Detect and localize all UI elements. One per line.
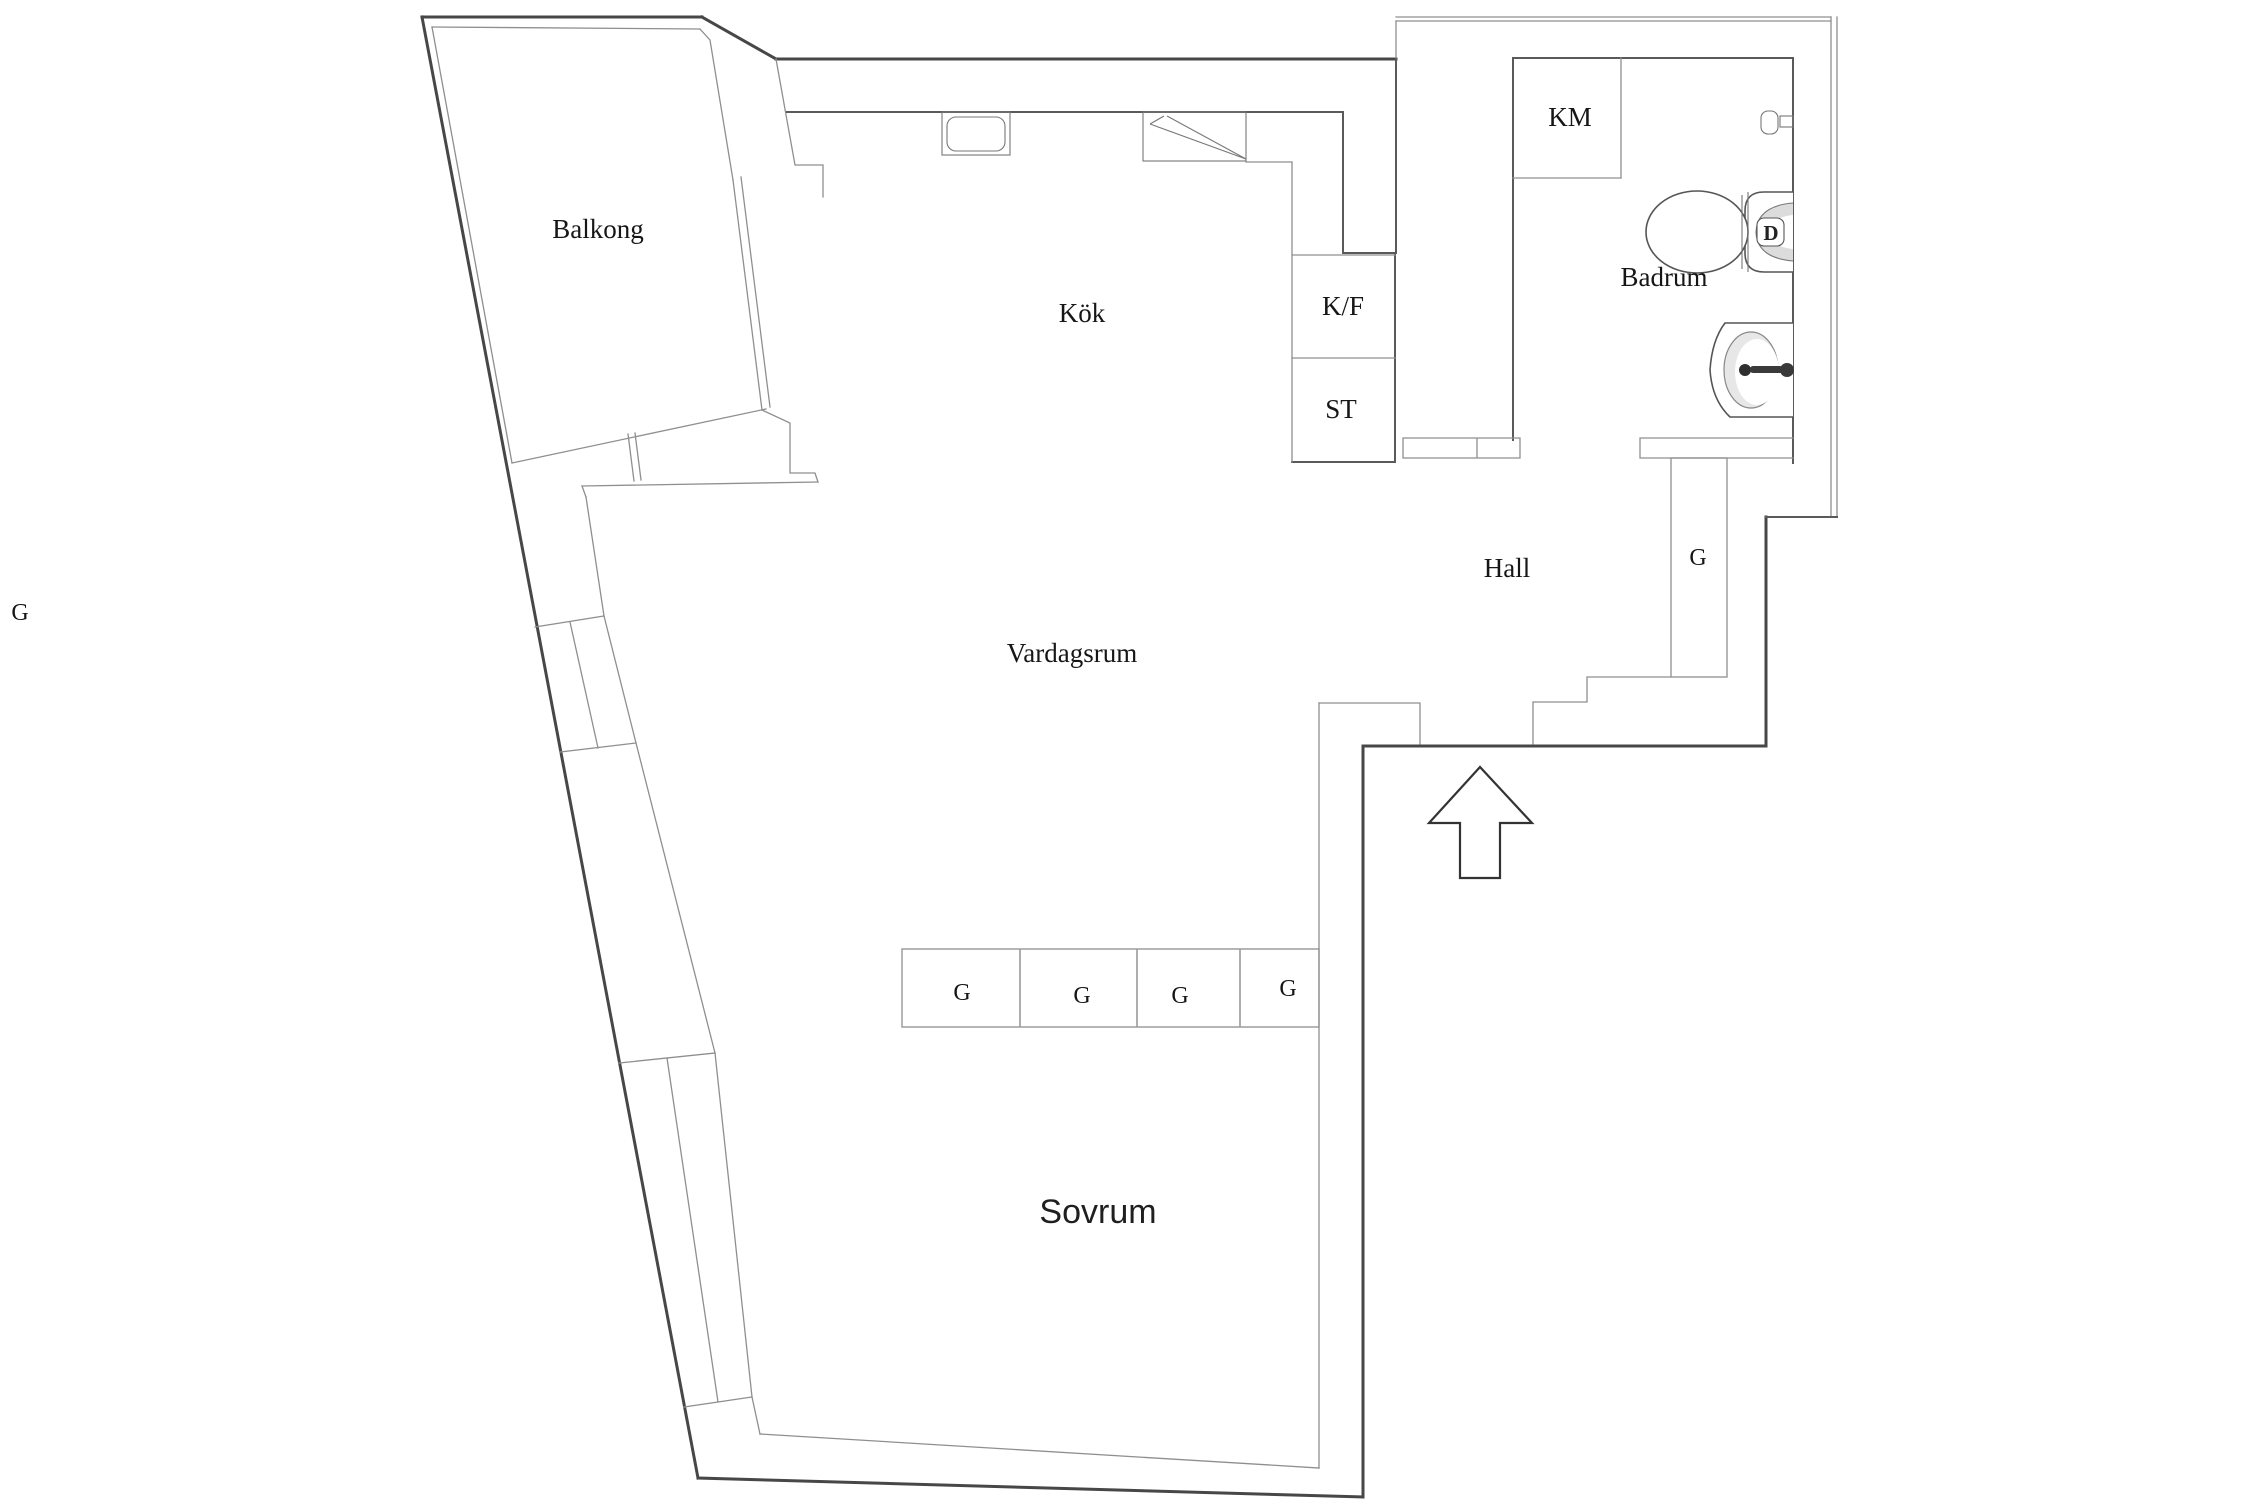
dishwasher-mark-line-3	[1149, 115, 1165, 125]
wardrobe-label-4: G	[1279, 976, 1296, 1002]
dishwasher-icon	[1142, 111, 1247, 162]
dishwasher-mark-line-1	[1149, 123, 1247, 160]
west-inner-boundary-lower	[751, 1396, 761, 1435]
entrance-arrow-icon	[1426, 765, 1535, 880]
outer-walls	[420, 14, 1838, 1499]
wardrobe-label-2: G	[1073, 983, 1090, 1009]
balcony-partition-wall-line-2	[740, 176, 771, 408]
west-inner-boundary-upper	[585, 496, 605, 617]
window1-pane-line	[569, 621, 599, 749]
room-label-washing-machine: KM	[1548, 102, 1592, 132]
dishwasher-body	[1142, 111, 1247, 162]
wardrobe-label-1: G	[953, 980, 970, 1006]
wardrobe-label-3: G	[1171, 983, 1188, 1009]
hall-doorway-band	[1402, 437, 1521, 459]
room-label-living-room: Vardagsrum	[1007, 638, 1137, 668]
wardrobe-row-dividers	[1019, 949, 1241, 1027]
room-label-bathroom: Badrum	[1621, 262, 1708, 292]
kitchen-sink-icon	[941, 111, 1011, 156]
room-label-fridge-freezer: K/F	[1322, 291, 1364, 321]
toilet-bowl	[1645, 190, 1749, 274]
balcony-bottom-facade-line	[511, 408, 767, 464]
balcony-inner-left-edge	[431, 26, 513, 464]
bathroom-bottom-wall-band	[1639, 437, 1794, 459]
room-label-hall: Hall	[1484, 553, 1531, 583]
hall-structure	[1318, 437, 1728, 1469]
kitchen-west-slant-wall	[775, 58, 824, 198]
balcony-structure	[431, 26, 824, 498]
hall-step-wall-west	[1318, 702, 1421, 745]
wardrobe-labels: G G G G G G	[11, 545, 1706, 1009]
kitchen-structure	[786, 58, 1397, 463]
window2-inner-edge	[714, 1052, 753, 1398]
dishwasher-mark-line-2	[1166, 115, 1247, 160]
kitchen-sink-outer-rim	[941, 111, 1011, 156]
washbasin-faucet-bar	[1750, 366, 1783, 373]
balcony-inner-right-edge	[699, 28, 734, 181]
living-room-nw-wall-line	[581, 481, 819, 487]
window2-pane-line	[666, 1057, 719, 1403]
living-room-west-step	[581, 485, 587, 498]
paper-holder-roll	[1760, 110, 1779, 135]
balcony-partition-wall-line-1	[732, 179, 763, 411]
balcony-door-window-line-1	[627, 433, 635, 482]
toilet-icon: D	[1645, 190, 1794, 274]
wardrobe-label-left-edge: G	[11, 600, 28, 626]
wardrobe-row-box	[901, 948, 1320, 1028]
kitchen-sink-basin	[946, 116, 1006, 152]
room-label-kitchen: Kök	[1059, 298, 1106, 328]
toilet-button-label: D	[1763, 221, 1778, 245]
washbasin-faucet-knob	[1780, 363, 1794, 377]
facade-top-diagonal-wall	[699, 14, 779, 62]
bedroom-inner-bottom-wall	[759, 1433, 1320, 1469]
toilet-tank-inner-curve	[1755, 202, 1794, 262]
paper-holder-icon	[1760, 110, 1794, 135]
room-label-bedroom: Sovrum	[1039, 1193, 1156, 1231]
facade-bottom-wall	[696, 1476, 1365, 1499]
living-room-nw-step	[761, 409, 819, 483]
hall-wardrobe-box	[1670, 457, 1728, 678]
window1-inner-edge	[603, 615, 637, 744]
west-wall-windows	[534, 496, 1320, 1469]
west-inner-boundary-middle	[635, 742, 716, 1054]
kitchen-counter-right-inner-edge	[1342, 111, 1397, 254]
balcony-door-window-line-2	[634, 432, 642, 481]
balcony-inner-top-edge	[431, 26, 701, 30]
wardrobe-label-hall: G	[1689, 545, 1706, 571]
bedroom-wardrobe-row	[901, 948, 1320, 1028]
bathroom-structure: D	[1512, 57, 1794, 464]
room-labels: Balkong Kök K/F ST KM Badrum Hall Vardag…	[552, 102, 1707, 1231]
window2-bottom-tick	[683, 1396, 753, 1408]
hall-step-wall-east	[1532, 676, 1672, 745]
washbasin-drain-dot	[1739, 364, 1751, 376]
paper-holder-bracket	[1779, 115, 1794, 128]
window1-bottom-tick	[559, 742, 637, 753]
room-label-balcony: Balkong	[552, 214, 644, 244]
toilet-button-plate	[1756, 217, 1785, 247]
washbasin-icon	[1709, 322, 1794, 418]
room-label-pantry: ST	[1325, 394, 1357, 424]
facade-west-slanted-wall	[420, 15, 700, 1480]
